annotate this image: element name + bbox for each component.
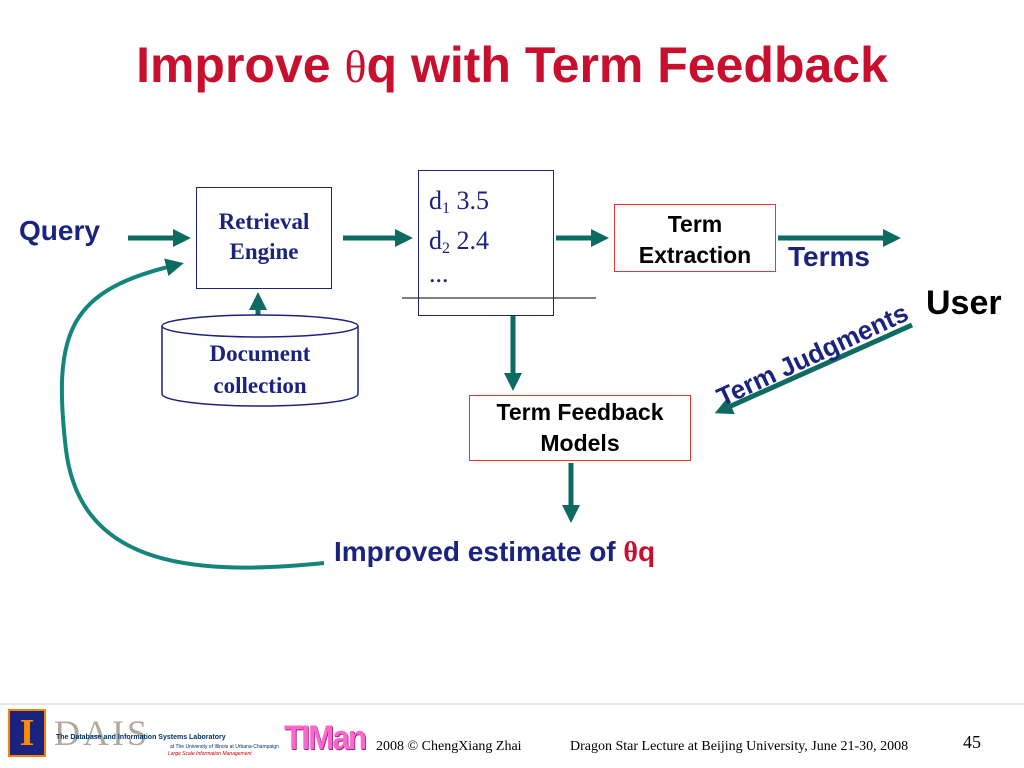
- document-collection-label: Document collection: [161, 338, 359, 402]
- result-score: 3.5: [450, 186, 490, 215]
- user-label: User: [926, 284, 1002, 322]
- dais-tagline: Large Scale Information Management: [168, 751, 252, 757]
- slide-title: Improve θq with Term Feedback: [0, 36, 1024, 94]
- document-collection-cylinder: [161, 314, 359, 407]
- arrow-user-to-feedback: [714, 322, 914, 415]
- term-feedback-line1: Term Feedback: [496, 399, 664, 425]
- illinois-logo: I: [8, 709, 46, 757]
- document-collection-line1: Document: [209, 341, 311, 366]
- improved-theta: θ: [623, 537, 639, 568]
- improved-estimate-label: Improved estimate of θq: [334, 536, 655, 569]
- terms-label: Terms: [788, 241, 870, 272]
- title-suffix: q with Term Feedback: [366, 37, 888, 93]
- page-number: 45: [963, 732, 981, 752]
- retrieval-engine-line1: Retrieval: [218, 209, 310, 234]
- query-label: Query: [19, 215, 100, 246]
- dais-lab-name: The Database and Information Systems Lab…: [56, 734, 226, 741]
- title-theta: θ: [344, 41, 367, 92]
- retrieval-engine-box: Retrieval Engine: [196, 187, 332, 289]
- title-prefix: Improve: [136, 37, 345, 93]
- footer-lecture: Dragon Star Lecture at Beijing Universit…: [570, 739, 909, 754]
- result-row: d1 3.5: [429, 186, 490, 217]
- result-score: 2.4: [450, 226, 490, 255]
- arrow-feedback-loop: [59, 258, 325, 570]
- improved-prefix: Improved estimate of: [334, 536, 624, 567]
- ranked-results-box: d1 3.5 d2 2.4 ...: [418, 170, 554, 316]
- result-row: d2 2.4: [429, 226, 490, 257]
- retrieval-engine-line2: Engine: [229, 239, 299, 264]
- improved-q: q: [638, 536, 656, 567]
- document-collection-line2: collection: [213, 373, 307, 398]
- timan-logo: TIMan: [284, 719, 367, 757]
- term-extraction-line1: Term: [667, 211, 723, 237]
- term-extraction-box: Term Extraction: [614, 204, 776, 272]
- results-ellipsis: ...: [429, 259, 449, 288]
- term-feedback-line2: Models: [540, 430, 620, 456]
- term-extraction-line2: Extraction: [638, 242, 752, 268]
- dais-university: at The University of Illinois at Urbana-…: [170, 744, 279, 750]
- result-doc-index: 1: [442, 200, 450, 217]
- footer-copyright: 2008 © ChengXiang Zhai: [376, 739, 522, 754]
- term-feedback-models-box: Term Feedback Models: [469, 395, 691, 461]
- result-doc-index: 2: [442, 240, 450, 257]
- dais-logo: DAIS: [54, 713, 151, 753]
